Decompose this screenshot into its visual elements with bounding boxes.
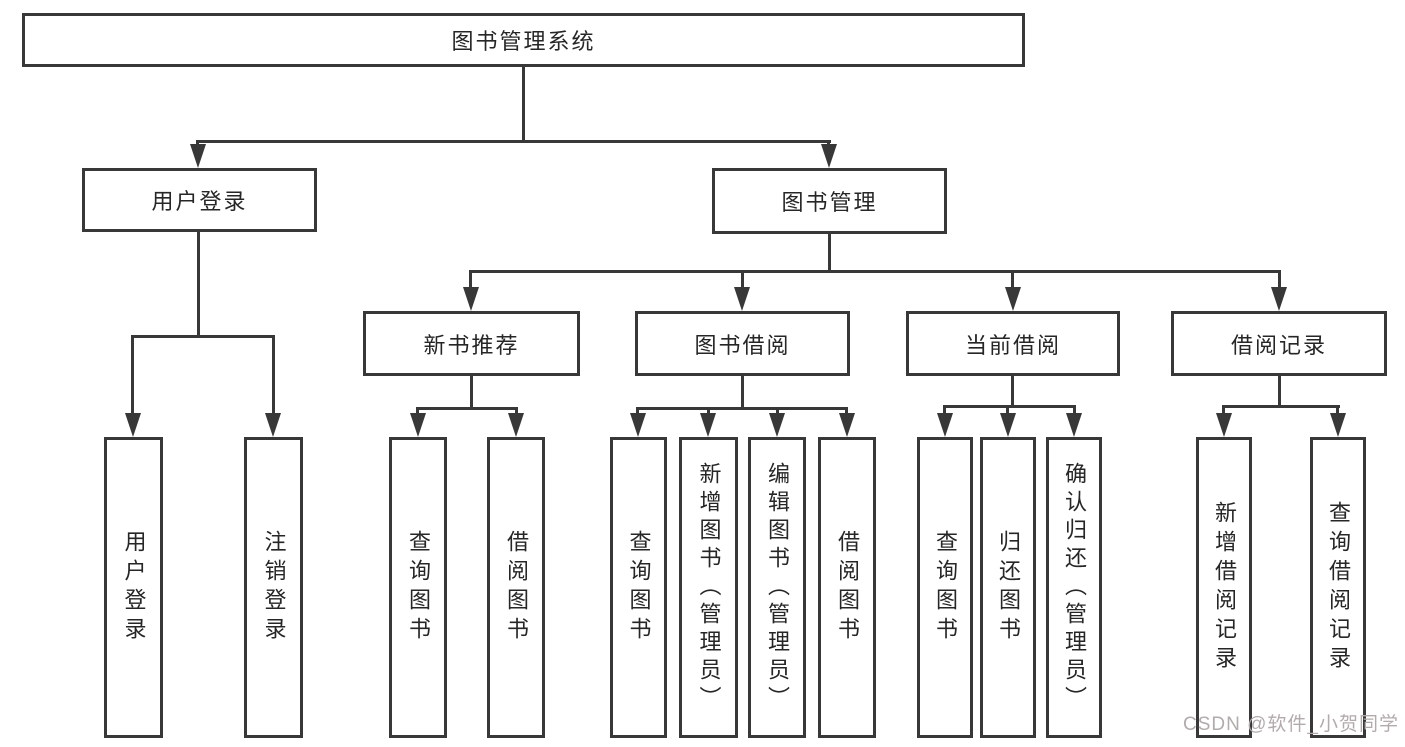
leaf-label: 查询图书	[933, 529, 958, 646]
connector-recommend-stem	[470, 376, 473, 407]
leaf-logout: 注销登录	[244, 437, 303, 738]
arrow-down-icon	[508, 413, 524, 437]
connector-recommend-split	[416, 407, 518, 410]
connector-records-stem	[1278, 376, 1281, 405]
arrow-down-icon	[1216, 413, 1232, 437]
connector-records-split	[1222, 405, 1340, 408]
arrow-down-icon	[1005, 287, 1021, 311]
connector-shaft	[272, 335, 275, 415]
arrow-down-icon	[821, 144, 837, 168]
node-library-management-system: 图书管理系统	[22, 13, 1025, 67]
connector-shaft	[1278, 270, 1281, 287]
leaf-label: 借阅图书	[504, 529, 529, 646]
connector-shaft	[1222, 405, 1225, 417]
leaf-label: 用户登录	[121, 529, 147, 646]
connector-user-login-split	[131, 335, 275, 338]
connector-shaft	[943, 405, 946, 417]
node-label: 用户登录	[151, 189, 248, 214]
leaf-label: 查询借阅记录	[1326, 500, 1351, 675]
node-user-login: 用户登录	[82, 168, 317, 232]
leaf-label: 查询图书	[626, 529, 652, 646]
arrow-down-icon	[265, 413, 281, 437]
connector-shaft	[845, 407, 848, 417]
connector-shaft	[1073, 405, 1076, 417]
connector-root-split	[196, 140, 831, 143]
leaf-query-borrow-record: 查询借阅记录	[1310, 437, 1366, 738]
leaf-label: 注销登录	[261, 529, 287, 646]
arrow-down-icon	[839, 413, 855, 437]
node-label: 新书推荐	[423, 332, 520, 358]
connector-current-stem	[1011, 376, 1014, 405]
leaf-edit-book-admin: 编辑图书（管理员）	[748, 437, 806, 738]
node-label: 图书管理系统	[451, 29, 596, 54]
leaf-borrow-borrow-books: 借阅图书	[818, 437, 876, 738]
arrow-down-icon	[1000, 413, 1016, 437]
arrow-down-icon	[190, 144, 206, 168]
leaf-label: 新增图书（管理员）	[696, 461, 722, 714]
connector-shaft	[1011, 270, 1014, 287]
leaf-borrow-query-books: 查询图书	[610, 437, 667, 738]
connector-borrow-stem	[741, 376, 744, 407]
connector-shaft	[1336, 405, 1339, 417]
connector-shaft	[416, 407, 419, 417]
leaf-label: 查询图书	[406, 529, 431, 646]
connector-shaft	[776, 407, 779, 417]
leaf-recommend-borrow-books: 借阅图书	[487, 437, 545, 738]
connector-book-mgmt-stem	[828, 234, 831, 270]
arrow-down-icon	[1330, 413, 1346, 437]
connector-shaft	[131, 335, 134, 415]
leaf-label: 归还图书	[996, 529, 1021, 646]
connector-user-login-stem	[197, 232, 200, 335]
connector-current-split	[943, 405, 1076, 408]
node-current-borrowing: 当前借阅	[906, 311, 1120, 376]
arrow-down-icon	[1066, 413, 1082, 437]
leaf-recommend-query-books: 查询图书	[389, 437, 447, 738]
arrow-down-icon	[734, 287, 750, 311]
leaf-label: 确认归还（管理员）	[1062, 461, 1087, 714]
node-book-borrowing: 图书借阅	[635, 311, 850, 376]
leaf-current-query-books: 查询图书	[917, 437, 973, 738]
arrow-down-icon	[769, 413, 785, 437]
connector-shaft	[469, 270, 472, 287]
arrow-down-icon	[700, 413, 716, 437]
connector-shaft	[707, 407, 710, 417]
leaf-add-book-admin: 新增图书（管理员）	[679, 437, 738, 738]
connector-shaft	[741, 270, 744, 287]
node-book-management: 图书管理	[712, 168, 947, 234]
arrow-down-icon	[463, 287, 479, 311]
node-borrowing-records: 借阅记录	[1171, 311, 1387, 376]
node-new-book-recommendation: 新书推荐	[363, 311, 580, 376]
connector-shaft	[636, 407, 639, 417]
leaf-user-login: 用户登录	[104, 437, 163, 738]
leaf-add-borrow-record: 新增借阅记录	[1196, 437, 1252, 738]
leaf-label: 编辑图书（管理员）	[765, 461, 790, 714]
arrow-down-icon	[630, 413, 646, 437]
connector-shaft	[515, 407, 518, 417]
leaf-label: 借阅图书	[835, 529, 860, 646]
node-label: 当前借阅	[964, 332, 1061, 358]
node-label: 图书借阅	[694, 332, 791, 358]
arrow-down-icon	[410, 413, 426, 437]
connector-shaft	[1006, 405, 1009, 417]
arrow-down-icon	[1271, 287, 1287, 311]
connector-borrow-split	[636, 407, 848, 410]
node-label: 借阅记录	[1230, 332, 1327, 358]
arrow-down-icon	[125, 413, 141, 437]
connector-book-mgmt-split	[469, 270, 1281, 273]
csdn-watermark: CSDN @软件_小贺同学	[1183, 714, 1399, 735]
leaf-label: 新增借阅记录	[1212, 500, 1237, 675]
connector-root-stem	[522, 67, 525, 140]
leaf-confirm-return-admin: 确认归还（管理员）	[1046, 437, 1102, 738]
arrow-down-icon	[937, 413, 953, 437]
leaf-return-book: 归还图书	[980, 437, 1036, 738]
node-label: 图书管理	[781, 190, 878, 215]
